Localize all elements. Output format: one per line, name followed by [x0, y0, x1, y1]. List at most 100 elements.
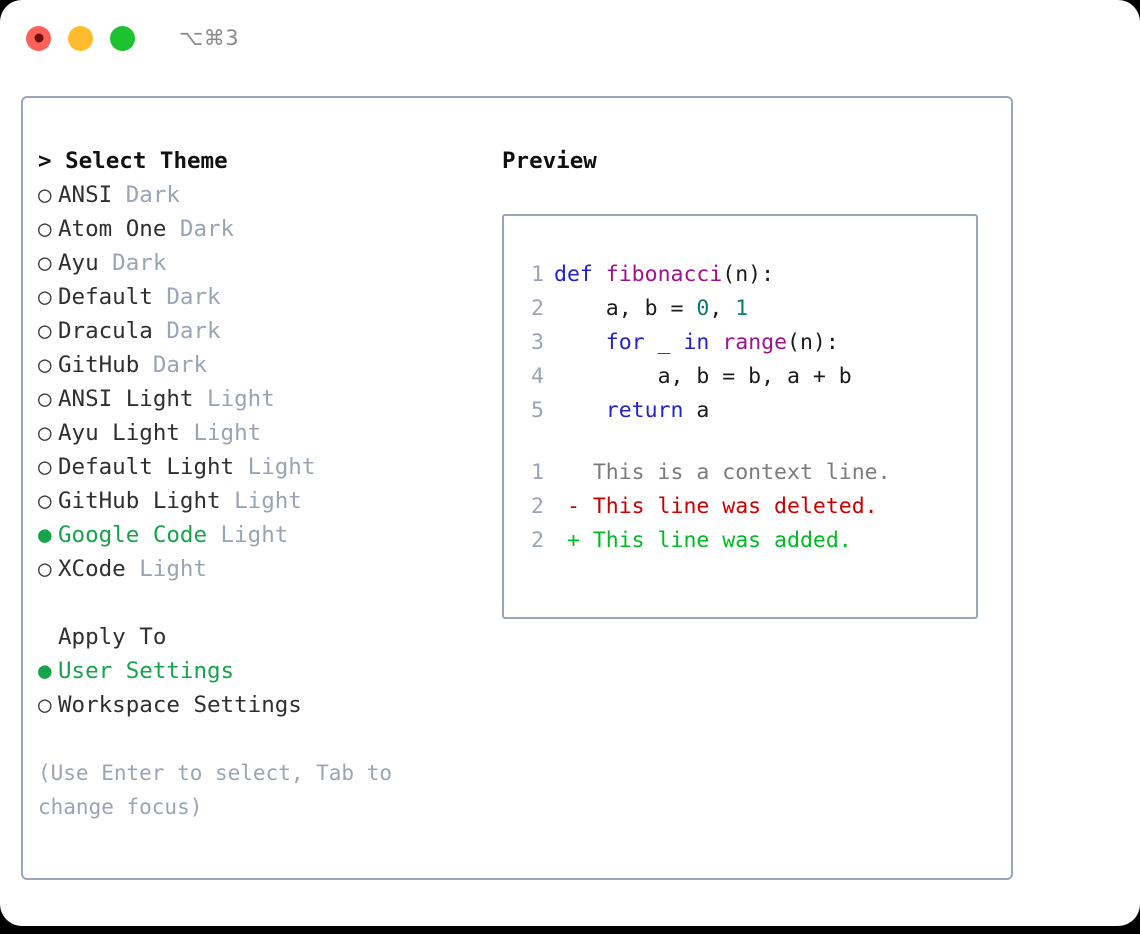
radio-unselected-icon[interactable]: ○ [38, 454, 52, 480]
apply-to-option-row[interactable]: ○Workspace Settings [38, 688, 478, 722]
theme-option-row[interactable]: ○Atom One Dark [38, 212, 478, 246]
radio-unselected-icon[interactable]: ○ [38, 420, 52, 446]
preview-title: Preview [502, 148, 597, 174]
theme-option-row[interactable]: ●Google Code Light [38, 518, 478, 552]
theme-option-label: ANSI [58, 182, 113, 208]
code-token-kw: def [554, 262, 593, 287]
radio-unselected-icon[interactable]: ○ [38, 352, 52, 378]
theme-option-row[interactable]: ○ANSI Dark [38, 178, 478, 212]
theme-option-row[interactable]: ○Default Light Light [38, 450, 478, 484]
code-line: 4 a, b = b, a + b [518, 360, 970, 394]
theme-option-kind-badge: Dark [139, 352, 208, 378]
line-number: 4 [531, 364, 544, 389]
theme-option-row[interactable]: ○GitHub Dark [38, 348, 478, 382]
code-indent [554, 364, 658, 389]
code-token-pl: (n): [722, 262, 775, 287]
code-indent [554, 296, 606, 321]
code-token-pl: , [709, 296, 736, 321]
radio-unselected-icon[interactable]: ○ [38, 692, 52, 718]
diff-line-group: 1 This is a context line.2 - This line w… [518, 456, 970, 558]
theme-option-kind-badge: Light [125, 556, 208, 582]
code-token-num: 0 [696, 296, 710, 321]
theme-option-row[interactable]: ○Dracula Dark [38, 314, 478, 348]
theme-option-kind-badge: Light [193, 386, 275, 412]
line-number: 2 [531, 494, 544, 519]
theme-option-kind-badge: Dark [98, 250, 167, 276]
code-line: 2 a, b = 0, 1 [518, 292, 970, 326]
apply-to-option-row[interactable]: ●User Settings [38, 654, 478, 688]
line-number: 3 [531, 330, 544, 355]
theme-option-row[interactable]: ○XCode Light [38, 552, 478, 586]
code-token-pl: (n): [787, 330, 839, 355]
keyboard-hint-text: (Use Enter to select, Tab to change focu… [38, 761, 393, 819]
theme-selector-column: > Select Theme ○ANSI Dark○Atom One Dark○… [38, 144, 478, 824]
diff-line: 2 + This line was added. [518, 524, 970, 558]
maximize-button-icon[interactable] [110, 25, 135, 51]
radio-unselected-icon[interactable]: ○ [38, 556, 52, 582]
theme-option-kind-badge: Light [179, 420, 262, 446]
radio-unselected-icon[interactable]: ○ [38, 318, 52, 344]
theme-option-label: GitHub [58, 352, 140, 378]
keyboard-shortcut-label: ⌥⌘3 [179, 26, 240, 50]
diff-line: 1 This is a context line. [518, 456, 970, 490]
theme-option-label: Atom One [58, 216, 167, 242]
theme-option-row[interactable]: ○GitHub Light Light [38, 484, 478, 518]
theme-option-row[interactable]: ○Ayu Light Light [38, 416, 478, 450]
radio-unselected-icon[interactable]: ○ [38, 216, 52, 242]
theme-option-kind-badge: Light [220, 488, 302, 514]
theme-option-row[interactable]: ○Default Dark [38, 280, 478, 314]
code-token-kw: return [605, 398, 684, 423]
theme-option-label: Google Code [58, 522, 208, 548]
code-token-pl [709, 330, 722, 355]
apply-to-option-label: Workspace Settings [58, 692, 302, 718]
theme-option-label: Ayu [58, 250, 99, 276]
line-number: 1 [531, 460, 544, 485]
content-panel: > Select Theme ○ANSI Dark○Atom One Dark○… [21, 96, 1013, 880]
theme-option-label: XCode [58, 556, 126, 582]
theme-option-kind-badge: Dark [152, 318, 221, 344]
code-token-pl: _ [644, 330, 684, 355]
section-spacer [38, 586, 478, 620]
code-token-kw: for [605, 330, 645, 355]
theme-option-label: ANSI Light [58, 386, 194, 412]
diff-line: 2 - This line was deleted. [518, 490, 970, 524]
radio-selected-icon[interactable]: ● [38, 522, 52, 548]
theme-option-label: Dracula [58, 318, 153, 344]
close-button-icon[interactable] [26, 25, 51, 51]
radio-unselected-icon[interactable]: ○ [38, 182, 52, 208]
line-number: 5 [531, 398, 544, 423]
apply-to-option-list: ●User Settings○Workspace Settings [38, 654, 478, 722]
apply-to-option-label: User Settings [58, 658, 235, 684]
theme-option-label: Default Light [58, 454, 235, 480]
code-diff-spacer [518, 428, 970, 456]
radio-unselected-icon[interactable]: ○ [38, 488, 52, 514]
radio-unselected-icon[interactable]: ○ [38, 284, 52, 310]
theme-option-label: Ayu Light [58, 420, 180, 446]
code-line: 3 for _ in range(n): [518, 326, 970, 360]
radio-unselected-icon[interactable]: ○ [38, 250, 52, 276]
code-line: 5 return a [518, 394, 970, 428]
diff-line-text-ctx: This is a context line. [554, 460, 891, 485]
code-token-fn: fibonacci [605, 262, 723, 287]
apply-to-header-label: Apply To [58, 624, 167, 650]
theme-option-row[interactable]: ○Ayu Dark [38, 246, 478, 280]
code-token-kw: in [683, 330, 710, 355]
code-token-pl: a, b = b, a + b [657, 364, 852, 389]
minimize-button-icon[interactable] [68, 25, 93, 51]
theme-option-row[interactable]: ○ANSI Light Light [38, 382, 478, 416]
title-bar: ⌥⌘3 [0, 0, 1140, 76]
select-theme-header: > Select Theme [38, 148, 228, 174]
theme-option-kind-badge: Light [234, 454, 316, 480]
apply-to-header: Apply To [38, 620, 478, 654]
code-indent [554, 330, 606, 355]
radio-selected-icon[interactable]: ● [38, 658, 52, 684]
theme-option-label: Default [58, 284, 153, 310]
radio-unselected-icon[interactable]: ○ [38, 386, 52, 412]
apply-to-bullet-placeholder [38, 620, 58, 654]
